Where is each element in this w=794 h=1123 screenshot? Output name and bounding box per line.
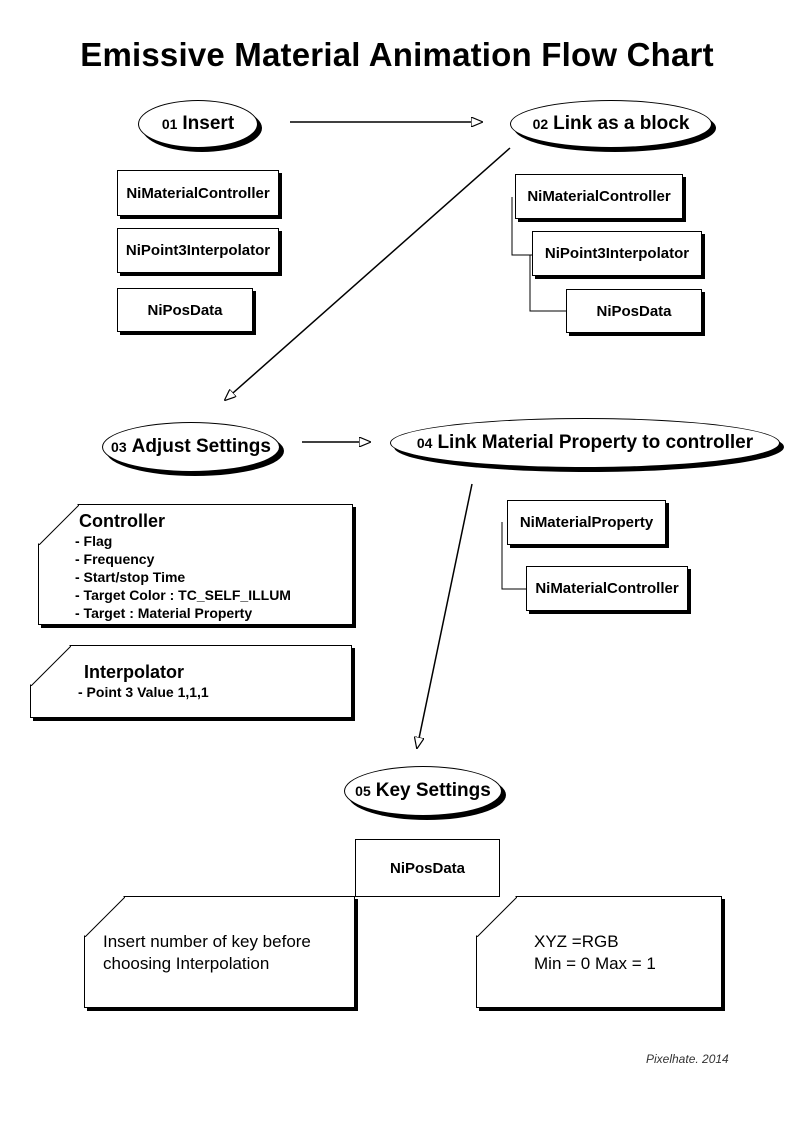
note-fold-icon: [39, 505, 79, 545]
step-01-insert: 01 Insert: [138, 100, 258, 148]
key-note-left-line-1: Insert number of key before: [103, 932, 311, 951]
interpolator-line-point3: - Point 3 Value 1,1,1: [78, 684, 209, 700]
property-block-material-property: NiMaterialProperty: [507, 500, 666, 545]
controller-line-frequency: - Frequency: [75, 551, 155, 567]
step-label: Link as a block: [553, 113, 690, 134]
controller-line-target: - Target : Material Property: [75, 605, 253, 621]
controller-line-start-stop: - Start/stop Time: [75, 569, 186, 585]
key-note-right: XYZ =RGB Min = 0 Max = 1: [476, 896, 722, 1008]
step-04-link-material-property: 04 Link Material Property to controller: [390, 418, 780, 468]
controller-heading: Controller: [79, 511, 166, 531]
credit: Pixelhate. 2014: [646, 1052, 729, 1066]
note-fold-icon: [477, 897, 517, 937]
link-block-posdata: NiPosData: [566, 289, 702, 333]
controller-line-target-color: - Target Color : TC_SELF_ILLUM: [75, 587, 291, 603]
note-fold-icon: [85, 897, 125, 937]
step-number: 02: [532, 116, 549, 132]
link-block-point3-interpolator: NiPoint3Interpolator: [532, 231, 702, 276]
insert-block-point3-interpolator: NiPoint3Interpolator: [117, 228, 279, 273]
step-05-key-settings: 05 Key Settings: [344, 766, 502, 816]
step-number: 03: [111, 439, 127, 455]
interpolator-heading: Interpolator: [84, 662, 185, 682]
hierarchy-line: [529, 255, 566, 312]
insert-block-posdata: NiPosData: [117, 288, 253, 332]
key-note-left: Insert number of key before choosing Int…: [84, 896, 355, 1008]
arrow-02-to-03: [225, 147, 511, 400]
step-label: Adjust Settings: [131, 436, 271, 457]
hierarchy-line: [511, 197, 532, 256]
step-label: Key Settings: [375, 780, 491, 801]
step-label: Link Material Property to controller: [437, 432, 754, 453]
key-note-right-line-1: XYZ =RGB: [534, 932, 619, 951]
hierarchy-line: [501, 522, 526, 590]
step-number: 01: [161, 116, 178, 132]
controller-line-flag: - Flag: [75, 533, 113, 549]
step-number: 05: [355, 783, 371, 799]
step-label: Insert: [182, 113, 235, 134]
link-block-material-controller: NiMaterialController: [515, 174, 683, 219]
step-02-link-as-block: 02 Link as a block: [510, 100, 712, 148]
controller-note: Controller - Flag - Frequency - Start/st…: [38, 504, 353, 625]
key-note-right-line-2: Min = 0 Max = 1: [534, 954, 656, 973]
interpolator-note: Interpolator - Point 3 Value 1,1,1: [30, 645, 352, 718]
property-block-material-controller: NiMaterialController: [526, 566, 688, 611]
insert-block-material-controller: NiMaterialController: [117, 170, 279, 216]
step-03-adjust-settings: 03 Adjust Settings: [102, 422, 280, 472]
step-number: 04: [416, 435, 433, 451]
key-block-posdata: NiPosData: [355, 839, 500, 897]
note-fold-icon: [31, 646, 71, 686]
arrow-04-to-05: [417, 483, 473, 748]
page-title: Emissive Material Animation Flow Chart: [80, 36, 714, 73]
key-note-left-line-2: choosing Interpolation: [103, 954, 270, 973]
